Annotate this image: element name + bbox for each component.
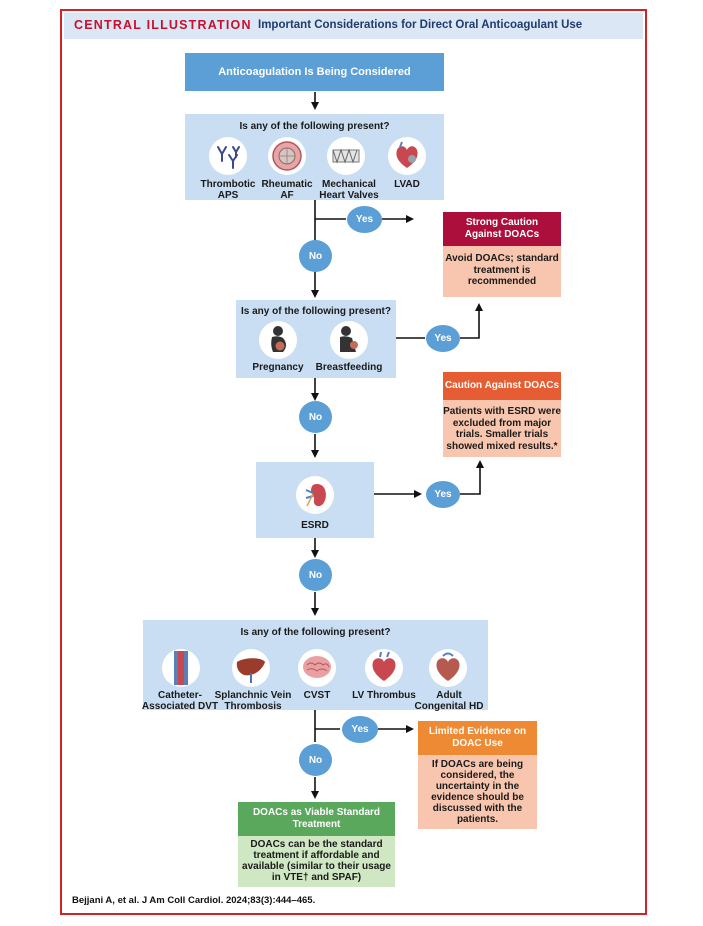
cvst-label-line1: CVST (303, 690, 331, 701)
viable-body-line3: available (similar to their usage (242, 861, 391, 872)
caution-body-line4: showed mixed results.* (446, 440, 558, 452)
strong-caution-title-line2: Against DOACs (464, 228, 540, 240)
caution-body-line3: trials. Smaller trials (455, 429, 549, 440)
outcome-caution-body: Patients with ESRD were excluded from ma… (443, 400, 561, 457)
limited-title-line1: Limited Evidence on (428, 726, 527, 737)
aps-label-line1: Thrombotic (200, 179, 256, 190)
question-2-text: Is any of the following present? (240, 306, 391, 317)
outcome-limited-body: If DOACs are being considered, the uncer… (418, 755, 537, 829)
congenital-label-line1: Adult (436, 690, 462, 701)
caution-body-line2: excluded from major (452, 417, 552, 429)
start-box: Anticoagulation Is Being Considered (185, 53, 444, 91)
limited-body-line2: considered, the (440, 770, 515, 781)
limited-body-line5: discussed with the (432, 803, 523, 814)
lv-thrombus-label-line1: LV Thrombus (352, 690, 416, 701)
splanchnic-label-line1: Splanchnic Vein (214, 690, 292, 701)
question-1-text: Is any of the following present? (239, 121, 390, 132)
arrow-yes3-to-caution (460, 460, 484, 495)
no-node-4: No (299, 744, 332, 776)
splanchnic-label: Splanchnic Vein Thrombosis (213, 690, 293, 712)
dvt-label-line1: Catheter- (158, 690, 202, 701)
af-label-line1: Rheumatic (261, 179, 313, 190)
step1-label-lvad: LVAD (381, 179, 433, 190)
lvad-heart-icon (388, 137, 426, 175)
viable-body-line1: DOACs can be the standard (250, 839, 383, 850)
dvt-label: Catheter- Associated DVT (140, 690, 220, 712)
outcome-caution-title: Caution Against DOACs (443, 372, 561, 400)
splanchnic-label-line2: Thrombosis (224, 701, 282, 712)
yes-node-1: Yes (347, 206, 382, 233)
valves-label-line2: Heart Valves (319, 190, 379, 201)
valves-label-line1: Mechanical (322, 179, 376, 190)
question-4-text: Is any of the following present? (240, 627, 391, 638)
step1-label-af: Rheumatic AF (256, 179, 318, 201)
viable-body-line4: in VTE† and SPAF) (271, 872, 362, 883)
brain-icon (298, 649, 336, 687)
no-node-1: No (299, 240, 332, 272)
step1-label-aps: Thrombotic APS (196, 179, 260, 201)
caution-title: Caution Against DOACs (444, 380, 560, 391)
esrd-label: ESRD (301, 520, 329, 531)
congenital-heart-icon (429, 649, 467, 687)
kidney-icon (296, 476, 334, 514)
strong-caution-title-line1: Strong Caution (465, 217, 539, 228)
limited-body-line6: patients. (456, 814, 499, 825)
limited-body-line3: uncertainty in the (435, 781, 520, 792)
citation: Bejjani A, et al. J Am Coll Cardiol. 202… (72, 895, 316, 906)
viable-title-line1: DOACs as Viable Standard (252, 807, 381, 818)
breastfeeding-label: Breastfeeding (315, 362, 383, 373)
outcome-strong-caution-body: Avoid DOACs; standard treatment is recom… (443, 246, 561, 297)
pregnancy-icon (259, 321, 297, 359)
cvst-label: CVST (292, 690, 342, 701)
dvt-label-line2: Associated DVT (141, 701, 219, 712)
no-node-3: No (299, 559, 332, 591)
lvad-label: LVAD (394, 179, 420, 190)
limited-title-line2: DOAC Use (452, 737, 503, 749)
outcome-viable-title: DOACs as Viable Standard Treatment (238, 802, 395, 836)
congenital-label: Adult Congenital HD (412, 690, 486, 712)
af-label-line2: AF (280, 190, 294, 201)
pregnancy-label: Pregnancy (252, 362, 304, 373)
heart-valve-icon (268, 137, 306, 175)
no-node-2: No (299, 401, 332, 433)
start-label: Anticoagulation Is Being Considered (218, 66, 411, 78)
outcome-viable-body: DOACs can be the standard treatment if a… (238, 836, 395, 887)
limited-body-line4: evidence should be (431, 792, 524, 803)
strong-caution-body-line1: Avoid DOACs; standard (445, 253, 559, 264)
strong-caution-body-line2: treatment is (473, 264, 531, 276)
outcome-limited-title: Limited Evidence on DOAC Use (418, 721, 537, 755)
caution-body-line1: Patients with ESRD were (443, 406, 561, 417)
arrow-yes2-to-strong (460, 303, 483, 339)
aps-label-line2: APS (217, 190, 239, 201)
mechanical-valve-icon (327, 137, 365, 175)
liver-icon (232, 649, 270, 687)
header-title: Important Considerations for Direct Oral… (258, 19, 583, 31)
heart-icon (365, 649, 403, 687)
header-brand: CENTRAL ILLUSTRATION (74, 18, 252, 32)
outcome-strong-caution-title: Strong Caution Against DOACs (443, 212, 561, 246)
header-bar (64, 13, 643, 39)
viable-title-line2: Treatment (292, 818, 341, 830)
step1-label-valves: Mechanical Heart Valves (314, 179, 384, 201)
vein-icon (162, 649, 200, 687)
yes-node-4: Yes (342, 716, 378, 743)
viable-body-line2: treatment if affordable and (253, 850, 380, 861)
antibody-icon (209, 137, 247, 175)
limited-body-line1: If DOACs are being (431, 759, 524, 770)
strong-caution-body-line3: recommended (467, 276, 537, 287)
breastfeeding-icon (330, 321, 368, 359)
yes-node-2: Yes (426, 325, 460, 352)
congenital-label-line2: Congenital HD (414, 701, 484, 712)
lv-thrombus-label: LV Thrombus (346, 690, 422, 701)
yes-node-3: Yes (426, 481, 460, 508)
